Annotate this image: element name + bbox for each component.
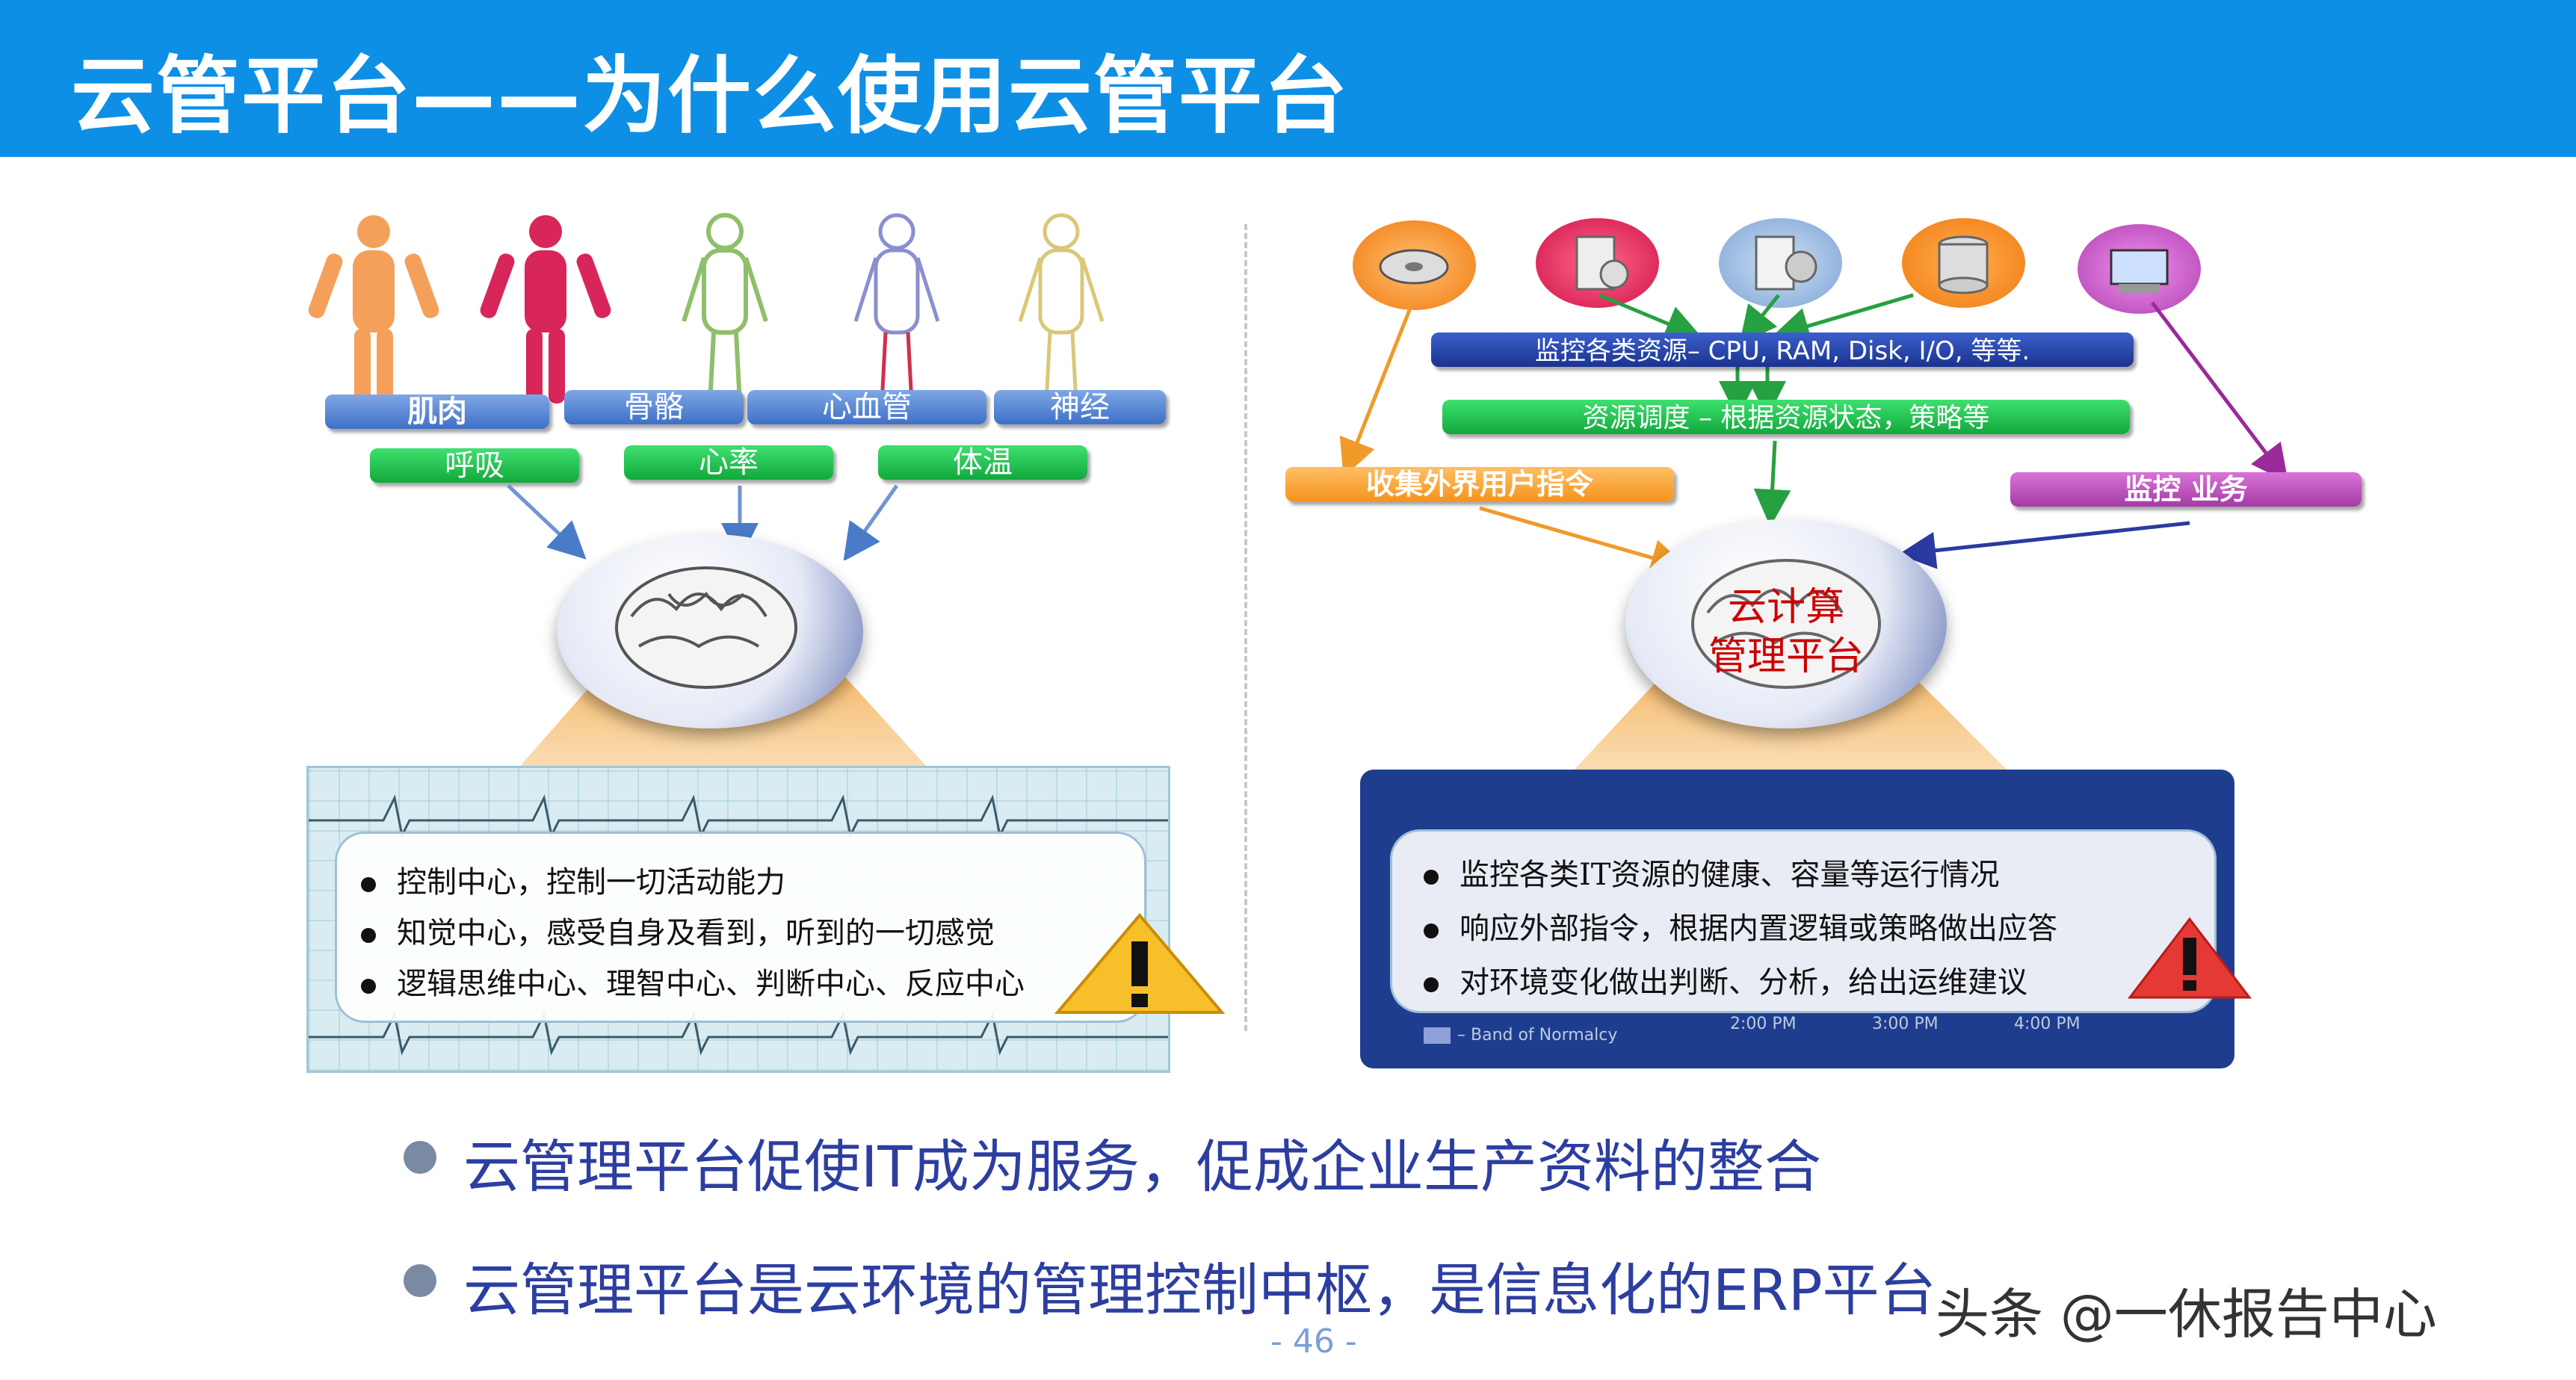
time-label-2: 3:00 PM (1872, 1015, 1939, 1033)
time-label-1: 2:00 PM (1730, 1015, 1797, 1033)
monitor-dashboard-icon (2078, 224, 2201, 314)
brain-icon (1691, 559, 1881, 689)
left-bullet-1: 控制中心，控制一切活动能力 (361, 858, 785, 901)
legend-swatch (1424, 1027, 1451, 1044)
right-text-box (1390, 829, 2217, 1013)
label-muscle: 肌肉 (325, 394, 549, 429)
cardiovascular-figure (853, 213, 940, 404)
title-bar: 云管平台——为什么使用云管平台 (0, 0, 2576, 157)
left-bullet-2: 知觉中心，感受自身及看到，听到的一切感觉 (361, 909, 995, 952)
watermark: 头条 @一休报告中心 (1936, 1283, 2437, 1346)
brain-icon (615, 566, 797, 689)
time-label-3: 4:00 PM (2014, 1015, 2081, 1033)
muscle-figure (308, 215, 439, 403)
right-bullet-1: 监控各类IT资源的健康、容量等运行情况 (1424, 850, 1999, 894)
skeletal-muscle-figure (480, 215, 611, 403)
cdrom-icon (1353, 220, 1476, 310)
resource-scheduling-bar: 资源调度 – 根据资源状态，策略等 (1442, 400, 2130, 434)
label-body-temperature: 体温 (878, 445, 1087, 480)
bottom-bullet-1: 云管理平台促使IT成为服务，促成企业生产资料的整合 (463, 1133, 1821, 1200)
server-icon (1536, 218, 1659, 308)
left-text-box (335, 832, 1146, 1023)
label-breathing: 呼吸 (370, 448, 579, 483)
right-bullet-3: 对环境变化做出判断、分析，给出运维建议 (1424, 958, 2027, 1001)
label-heart-rate: 心率 (624, 445, 833, 480)
page-title: 云管平台——为什么使用云管平台 (71, 48, 1349, 145)
right-brain-sphere (1625, 519, 1947, 728)
section-divider (1244, 224, 1247, 1031)
page-number: - 46 - (1270, 1322, 1357, 1361)
bottom-bullet-2: 云管理平台是云环境的管理控制中枢，是信息化的ERP平台 (463, 1257, 1936, 1323)
human-body-figures (308, 213, 1105, 404)
skeleton-figure (682, 213, 768, 404)
bottom-bullet-dot-2 (404, 1264, 436, 1297)
legend-label: – Band of Normalcy (1457, 1026, 1618, 1045)
ecg-trace (309, 794, 1168, 1056)
network-server-icon (1719, 218, 1842, 308)
monitor-business-label: 监控 业务 (2010, 472, 2362, 507)
left-ecg-panel: 控制中心，控制一切活动能力 知觉中心，感受自身及看到，听到的一切感觉 逻辑思维中… (306, 766, 1170, 1073)
left-brain-sphere (557, 534, 863, 728)
monitor-resources-bar: 监控各类资源– CPU, RAM, Disk, I/O, 等等. (1431, 332, 2134, 367)
bottom-bullet-dot-1 (404, 1141, 436, 1174)
right-arrows (1339, 293, 2289, 575)
collect-user-commands-label: 收集外界用户指令 (1285, 467, 1674, 501)
right-monitor-panel: 监控各类IT资源的健康、容量等运行情况 响应外部指令，根据内置逻辑或策略做出应答… (1360, 770, 2234, 1068)
cloud-platform-label: 云计算 管理平台 (1708, 585, 1864, 679)
left-bullet-3: 逻辑思维中心、理智中心、判断中心、反应中心 (361, 959, 1025, 1003)
label-nervous: 神经 (994, 390, 1166, 424)
label-skeleton: 骨骼 (564, 390, 744, 424)
warning-icon (1054, 912, 1226, 1014)
alert-icon (2127, 917, 2252, 999)
database-icon (1902, 218, 2025, 308)
nervous-figure (1018, 213, 1105, 404)
label-cardiovascular: 心血管 (747, 390, 986, 424)
right-bullet-2: 响应外部指令，根据内置逻辑或策略做出应答 (1424, 904, 2057, 947)
